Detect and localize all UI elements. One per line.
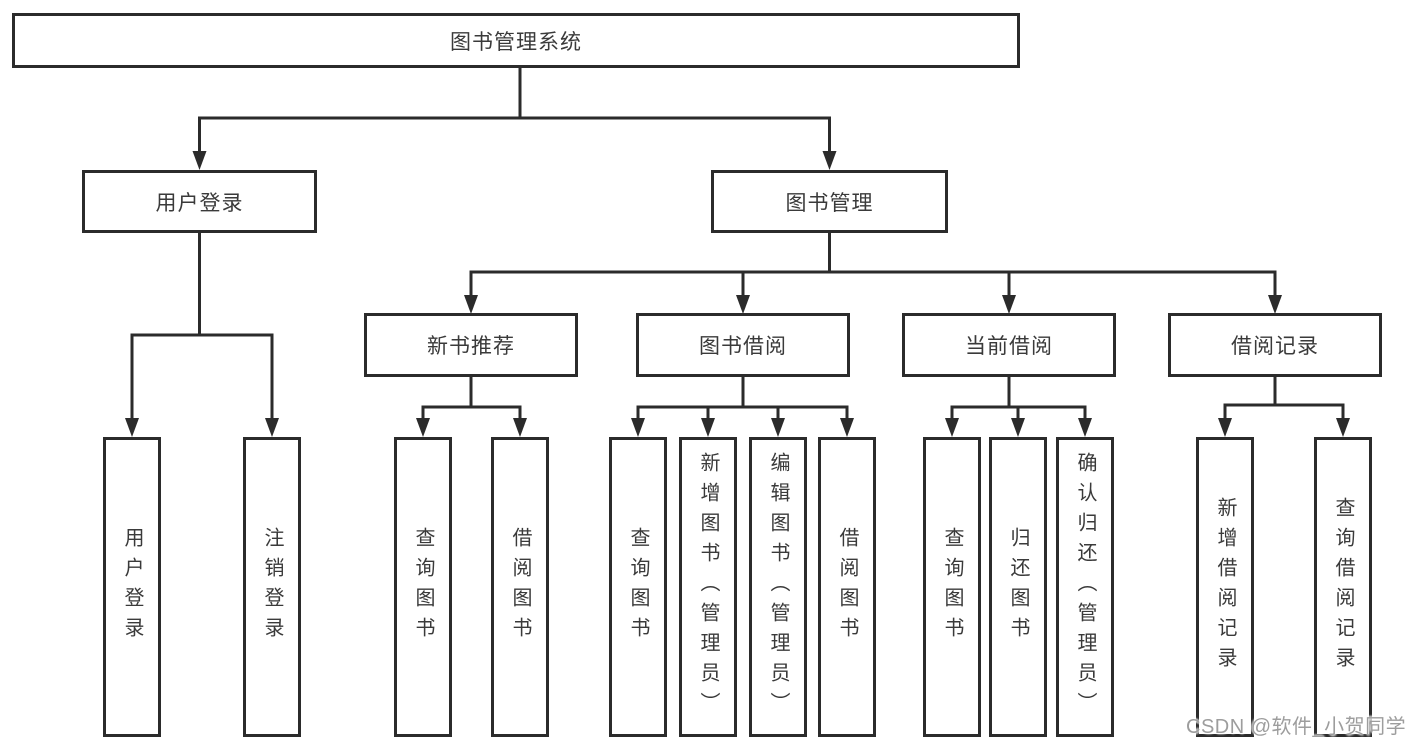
arrowhead-icon bbox=[1336, 418, 1350, 437]
leaf-query-borrow-record: 查询借阅记录 bbox=[1314, 437, 1372, 737]
node-library-management-system: 图书管理系统 bbox=[12, 13, 1020, 68]
arrowhead-icon bbox=[513, 418, 527, 437]
leaf-user-login: 用户登录 bbox=[103, 437, 161, 737]
arrowhead-icon bbox=[701, 418, 715, 437]
arrowhead-icon bbox=[1078, 418, 1092, 437]
arrowhead-icon bbox=[464, 295, 478, 314]
arrowhead-icon bbox=[1268, 295, 1282, 314]
leaf-logout: 注销登录 bbox=[243, 437, 301, 737]
connector-new-rec bbox=[421, 375, 522, 421]
arrowhead-icon bbox=[736, 295, 750, 314]
node-borrowing-records: 借阅记录 bbox=[1168, 313, 1382, 377]
leaf-edit-book-admin: 编辑图书（管理员） bbox=[749, 437, 807, 737]
arrowhead-icon bbox=[1218, 418, 1232, 437]
leaf-return-book: 归还图书 bbox=[989, 437, 1047, 737]
arrowhead-icon bbox=[416, 418, 430, 437]
connector-records bbox=[1223, 375, 1345, 421]
leaf-query-books-current: 查询图书 bbox=[923, 437, 981, 737]
arrowhead-icon bbox=[945, 418, 959, 437]
leaf-query-books-borrowing: 查询图书 bbox=[609, 437, 667, 737]
leaf-borrow-books-borrowing: 借阅图书 bbox=[818, 437, 876, 737]
arrowhead-icon bbox=[125, 418, 139, 437]
arrowhead-icon bbox=[1011, 418, 1025, 437]
connector-cur-borrow bbox=[950, 375, 1087, 421]
node-current-borrowing: 当前借阅 bbox=[902, 313, 1116, 377]
connector-user-login bbox=[130, 231, 274, 421]
node-new-book-recommend: 新书推荐 bbox=[364, 313, 578, 377]
arrowheads bbox=[125, 151, 1350, 437]
arrowhead-icon bbox=[631, 418, 645, 437]
node-user-login: 用户登录 bbox=[82, 170, 317, 233]
arrowhead-icon bbox=[771, 418, 785, 437]
arrowhead-icon bbox=[822, 151, 837, 170]
connector-book-borrow bbox=[636, 375, 849, 421]
csdn-watermark: CSDN @软件_小贺同学 bbox=[1186, 716, 1405, 738]
arrowhead-icon bbox=[192, 151, 207, 170]
leaf-add-borrow-record: 新增借阅记录 bbox=[1196, 437, 1254, 737]
connector-book-mgmt bbox=[469, 231, 1277, 298]
node-book-borrowing: 图书借阅 bbox=[636, 313, 850, 377]
leaf-add-book-admin: 新增图书（管理员） bbox=[679, 437, 737, 737]
node-book-management: 图书管理 bbox=[711, 170, 948, 233]
arrowhead-icon bbox=[1002, 295, 1016, 314]
connector-root bbox=[198, 66, 831, 154]
leaf-query-books-recommend: 查询图书 bbox=[394, 437, 452, 737]
arrowhead-icon bbox=[840, 418, 854, 437]
leaf-borrow-books-recommend: 借阅图书 bbox=[491, 437, 549, 737]
arrowhead-icon bbox=[265, 418, 279, 437]
leaf-confirm-return-admin: 确认归还（管理员） bbox=[1056, 437, 1114, 737]
